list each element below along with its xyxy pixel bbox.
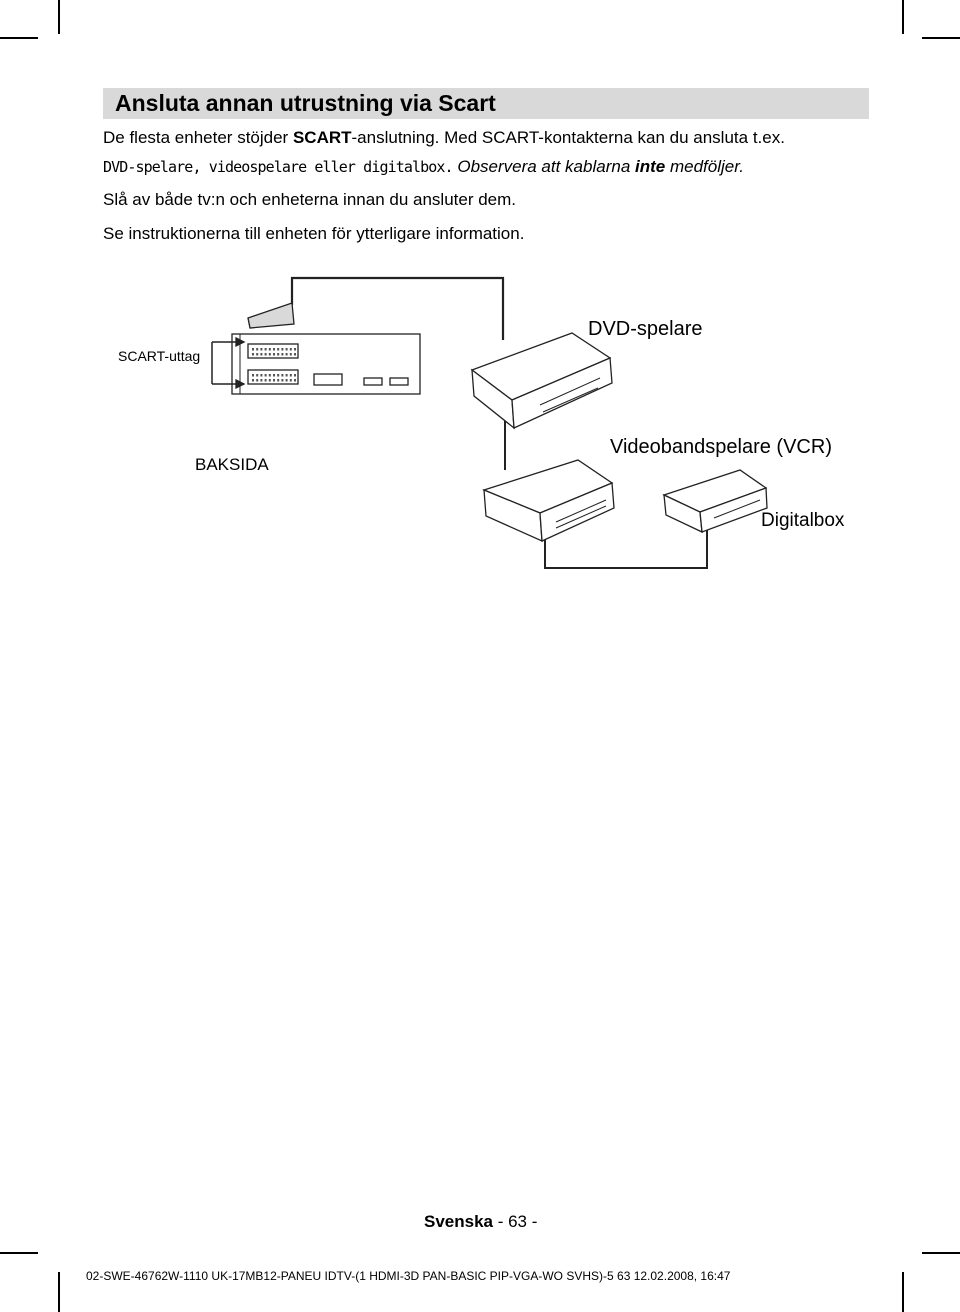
back-side-label: BAKSIDA bbox=[195, 455, 269, 474]
intro-line-1: De flesta enheter stöjder SCART-anslutni… bbox=[103, 128, 785, 148]
crop-mark bbox=[0, 37, 38, 39]
scart-pin bbox=[289, 353, 292, 356]
scart-pin bbox=[252, 348, 254, 351]
scart-pin bbox=[281, 374, 284, 377]
scart-pin bbox=[281, 348, 284, 351]
crop-mark bbox=[0, 1252, 38, 1254]
scart-pin bbox=[277, 379, 280, 382]
scart-pin bbox=[281, 379, 284, 382]
scart-pin bbox=[260, 379, 263, 382]
scart-pin bbox=[260, 353, 263, 356]
scart-pin bbox=[281, 353, 284, 356]
scart-pin bbox=[252, 379, 254, 382]
crop-mark bbox=[922, 37, 960, 39]
intro-line-4: Se instruktionerna till enheten för ytte… bbox=[103, 224, 525, 243]
crop-mark bbox=[922, 1252, 960, 1254]
digital-box bbox=[662, 469, 768, 534]
text-bold-italic: inte bbox=[635, 157, 666, 176]
scart-socket-2 bbox=[247, 369, 299, 385]
scart-pin bbox=[277, 348, 280, 351]
scart-pin bbox=[256, 374, 259, 377]
text: -anslutning. Med SCART-kontakterna kan d… bbox=[351, 128, 785, 147]
vcr-device bbox=[482, 459, 615, 543]
scart-pin bbox=[260, 348, 263, 351]
scart-pin bbox=[277, 374, 280, 377]
crop-mark bbox=[902, 0, 904, 34]
scart-pin bbox=[285, 348, 288, 351]
scart-pin bbox=[273, 374, 275, 377]
scart-pins bbox=[252, 348, 296, 382]
scart-pin bbox=[273, 379, 275, 382]
scart-pin bbox=[256, 348, 259, 351]
scart-pin bbox=[256, 379, 259, 382]
intro-line-3: Slå av både tv:n och enheterna innan du … bbox=[103, 190, 517, 209]
scart-pin bbox=[264, 353, 267, 356]
footer-page-number: - 63 - bbox=[493, 1212, 538, 1231]
scart-pin bbox=[289, 379, 292, 382]
footer-language: Svenska bbox=[424, 1212, 493, 1231]
text-italic: Observera att kablarna bbox=[452, 157, 635, 176]
section-title-bar: Ansluta annan utrustning via Scart bbox=[103, 88, 869, 119]
scart-pin bbox=[285, 379, 288, 382]
scart-pin bbox=[273, 348, 275, 351]
hdmi-socket-1 bbox=[363, 377, 383, 386]
scart-pin bbox=[268, 348, 271, 351]
scart-pin bbox=[256, 353, 259, 356]
vcr-stb-cable bbox=[544, 530, 708, 569]
scart-pin bbox=[289, 348, 292, 351]
scart-pin bbox=[285, 374, 288, 377]
text-italic: medföljer. bbox=[665, 157, 744, 176]
crop-mark bbox=[58, 1272, 60, 1312]
scart-pin bbox=[252, 353, 254, 356]
text: De flesta enheter stöjder bbox=[103, 128, 293, 147]
scart-pin bbox=[268, 374, 271, 377]
digitalbox-label: Digitalbox bbox=[761, 510, 845, 531]
scart-pin bbox=[285, 353, 288, 356]
scart-plug bbox=[247, 302, 295, 329]
scart-pin bbox=[264, 374, 267, 377]
scart-pin bbox=[294, 379, 296, 382]
scart-pin bbox=[264, 379, 267, 382]
text-devices: DVD-spelare, videospelare eller digitalb… bbox=[103, 158, 454, 176]
vga-socket bbox=[313, 373, 343, 386]
scart-pin bbox=[294, 374, 296, 377]
section-title: Ansluta annan utrustning via Scart bbox=[115, 90, 496, 116]
dvd-label: DVD-spelare bbox=[588, 318, 703, 340]
hdmi-socket-2 bbox=[389, 377, 409, 386]
scart-cable bbox=[290, 276, 505, 340]
scart-pin bbox=[273, 353, 275, 356]
document-code: 02-SWE-46762W-1110 UK-17MB12-PANEU IDTV-… bbox=[86, 1269, 731, 1283]
scart-pin bbox=[294, 348, 296, 351]
scart-pin bbox=[264, 348, 267, 351]
scart-label: SCART-uttag bbox=[118, 348, 201, 364]
crop-mark bbox=[902, 1272, 904, 1312]
scart-pin bbox=[277, 353, 280, 356]
page-footer: Svenska - 63 - bbox=[424, 1212, 537, 1232]
scart-pin bbox=[268, 353, 271, 356]
scart-socket-1 bbox=[247, 343, 299, 359]
dvd-player bbox=[470, 332, 613, 430]
scart-pin bbox=[268, 379, 271, 382]
connection-diagram bbox=[211, 276, 768, 569]
scart-pin bbox=[294, 353, 296, 356]
text-bold: SCART bbox=[292, 128, 352, 147]
intro-line-2: DVD-spelare, videospelare eller digitalb… bbox=[103, 157, 744, 177]
vcr-label: Videobandspelare (VCR) bbox=[610, 436, 832, 458]
crop-mark bbox=[58, 0, 60, 34]
scart-pin bbox=[260, 374, 263, 377]
scart-pin bbox=[289, 374, 292, 377]
scart-pin bbox=[252, 374, 254, 377]
